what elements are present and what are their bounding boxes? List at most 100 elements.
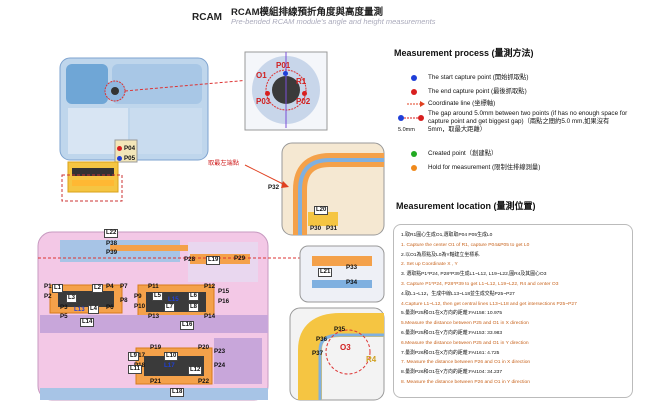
label-l16: L16 bbox=[180, 321, 195, 330]
zoom-detail-r1 bbox=[244, 51, 328, 131]
label-l22: L22 bbox=[104, 229, 119, 238]
label-l6: L6 bbox=[188, 292, 200, 301]
location-line: 7.量測P26和O1在X方向的距離:FAI161: 4.725 bbox=[401, 350, 500, 356]
legend-start: The start capture point (開始抓取點) bbox=[428, 74, 529, 81]
label-p33: P33 bbox=[346, 264, 358, 271]
label-p4: P4 bbox=[106, 283, 114, 290]
label-p03: P03 bbox=[256, 97, 271, 106]
label-r4: R4 bbox=[366, 355, 377, 364]
label-p34: P34 bbox=[346, 279, 358, 286]
label-l8: L8 bbox=[188, 303, 200, 312]
legend-created-dot bbox=[411, 151, 417, 157]
label-l5: L5 bbox=[152, 292, 164, 301]
legend-gap: The gap around 5.0mm between two points … bbox=[428, 110, 628, 133]
label-p36: P36 bbox=[316, 336, 328, 343]
location-line: 5.量測P25和O1在X方向的距離:FAI158: 10.975 bbox=[401, 311, 503, 317]
label-p24: P24 bbox=[214, 362, 226, 369]
location-line: 6.Measure the distance between P25 and O… bbox=[401, 340, 529, 346]
label-p01: P01 bbox=[276, 61, 291, 70]
location-line: 7. Measure the distance between P26 and … bbox=[401, 360, 531, 366]
legend-arrow-icon bbox=[407, 101, 425, 107]
legend-hold-dot bbox=[411, 165, 417, 171]
location-line: 8. Measure the distance between P26 and … bbox=[401, 380, 530, 385]
header-title-zh: RCAM模組排線預折角度與高度量測 bbox=[231, 7, 383, 18]
label-p32: P32 bbox=[268, 184, 280, 191]
label-p16: P16 bbox=[218, 298, 230, 305]
header-code: RCAM bbox=[192, 12, 222, 23]
location-line: 6.量測P25和O1在Y方向的距離:FAI153: 33.983 bbox=[401, 331, 503, 336]
label-l3: L3 bbox=[66, 294, 78, 303]
label-p39: P39 bbox=[106, 249, 118, 256]
label-p10: P10 bbox=[134, 303, 146, 310]
location-line: 3. 選取點P1*P24, P28*P39生成L1~L12, L19~L22,圓… bbox=[401, 272, 547, 278]
legend-created: Created point（創建點） bbox=[428, 150, 498, 157]
label-p14: P14 bbox=[204, 313, 216, 320]
label-l4: L4 bbox=[88, 305, 100, 314]
point-p01 bbox=[283, 71, 288, 76]
legend-end: The end capture point (最後抓取點) bbox=[428, 88, 527, 95]
location-line: 2.以O1為原點及L0為Y軸建立坐標系. bbox=[401, 252, 481, 258]
zoom-detail-l21 bbox=[299, 245, 385, 303]
label-l21: L21 bbox=[318, 268, 333, 277]
label-p7: P7 bbox=[120, 283, 128, 290]
location-box: 1.取R1圓心生成O1,選取取P04 P05生成L0 1. Capture the… bbox=[393, 224, 633, 398]
label-p22: P22 bbox=[198, 378, 210, 385]
label-p6: P6 bbox=[106, 304, 114, 311]
label-p29: P29 bbox=[234, 255, 246, 262]
location-line: 1.取R1圓心生成O1,選取取P04 P05生成L0 bbox=[401, 233, 493, 238]
process-title: Measurement process (量測方法) bbox=[394, 48, 534, 58]
legend-gap-side: 5.0mm bbox=[398, 127, 415, 133]
label-p17: P17 bbox=[134, 352, 146, 359]
label-l9: L9 bbox=[128, 352, 140, 361]
label-l2: L2 bbox=[92, 284, 104, 293]
label-p1: P1 bbox=[44, 283, 52, 290]
location-line: 5.Measure the distance between P25 and O… bbox=[401, 321, 529, 327]
label-l11: L11 bbox=[128, 365, 143, 374]
label-p13: P13 bbox=[148, 313, 160, 320]
label-p15: P15 bbox=[218, 288, 230, 295]
label-p02: P02 bbox=[296, 97, 311, 106]
location-title: Measurement location (量測位置) bbox=[396, 201, 536, 211]
location-line: 4.Capture L1~L12, then get central lines… bbox=[401, 301, 577, 307]
label-l20: L20 bbox=[314, 206, 329, 215]
label-p21: P21 bbox=[150, 378, 162, 385]
label-l13: L13 bbox=[74, 306, 85, 313]
legend-end-dot bbox=[411, 89, 417, 95]
label-l12: L12 bbox=[188, 366, 203, 375]
point-p02 bbox=[302, 91, 307, 96]
label-p05: P05 bbox=[124, 155, 136, 162]
label-r1: R1 bbox=[296, 77, 307, 86]
label-p37: P37 bbox=[312, 350, 324, 357]
label-p28: P28 bbox=[184, 256, 196, 263]
location-line: 8.量測P26和O1在Y方向的距離:FAI104: 34.237 bbox=[401, 370, 503, 376]
legend-coordinate: Coordinate line (坐標軸) bbox=[428, 100, 496, 107]
label-p31: P31 bbox=[326, 225, 338, 232]
label-p9: P9 bbox=[134, 293, 142, 300]
label-l17: L17 bbox=[164, 362, 175, 369]
zoom-connector-1 bbox=[124, 79, 251, 92]
label-p3: P3 bbox=[60, 304, 68, 311]
label-l14: L14 bbox=[80, 318, 95, 327]
location-line: 4.取L1~L12，生成中線L13~L18並生成交點P25~P27 bbox=[401, 291, 515, 297]
label-p23: P23 bbox=[214, 348, 226, 355]
label-l1: L1 bbox=[52, 284, 64, 293]
zoom-detail-r4 bbox=[289, 307, 385, 401]
label-l18: L18 bbox=[170, 388, 185, 397]
label-o1: O1 bbox=[256, 71, 267, 80]
diagram-canvas bbox=[37, 51, 385, 401]
camera-module-top bbox=[59, 57, 209, 202]
point-p03 bbox=[265, 91, 270, 96]
label-o3: O3 bbox=[340, 343, 351, 352]
zoom-detail-flex bbox=[281, 142, 385, 236]
label-p5: P5 bbox=[60, 313, 68, 320]
label-p30: P30 bbox=[310, 225, 322, 232]
label-p11: P11 bbox=[148, 283, 159, 290]
label-l7: L7 bbox=[164, 303, 176, 312]
label-p8: P8 bbox=[120, 297, 128, 304]
label-p04: P04 bbox=[124, 145, 136, 152]
location-line: 1. Capture the center O1 of R1, capture … bbox=[401, 242, 530, 248]
label-p12: P12 bbox=[204, 283, 216, 290]
header-title-en: Pre-bended RCAM module's angle and heigh… bbox=[231, 17, 436, 26]
legend-start-dot bbox=[411, 75, 417, 81]
label-l15: L15 bbox=[168, 296, 179, 303]
